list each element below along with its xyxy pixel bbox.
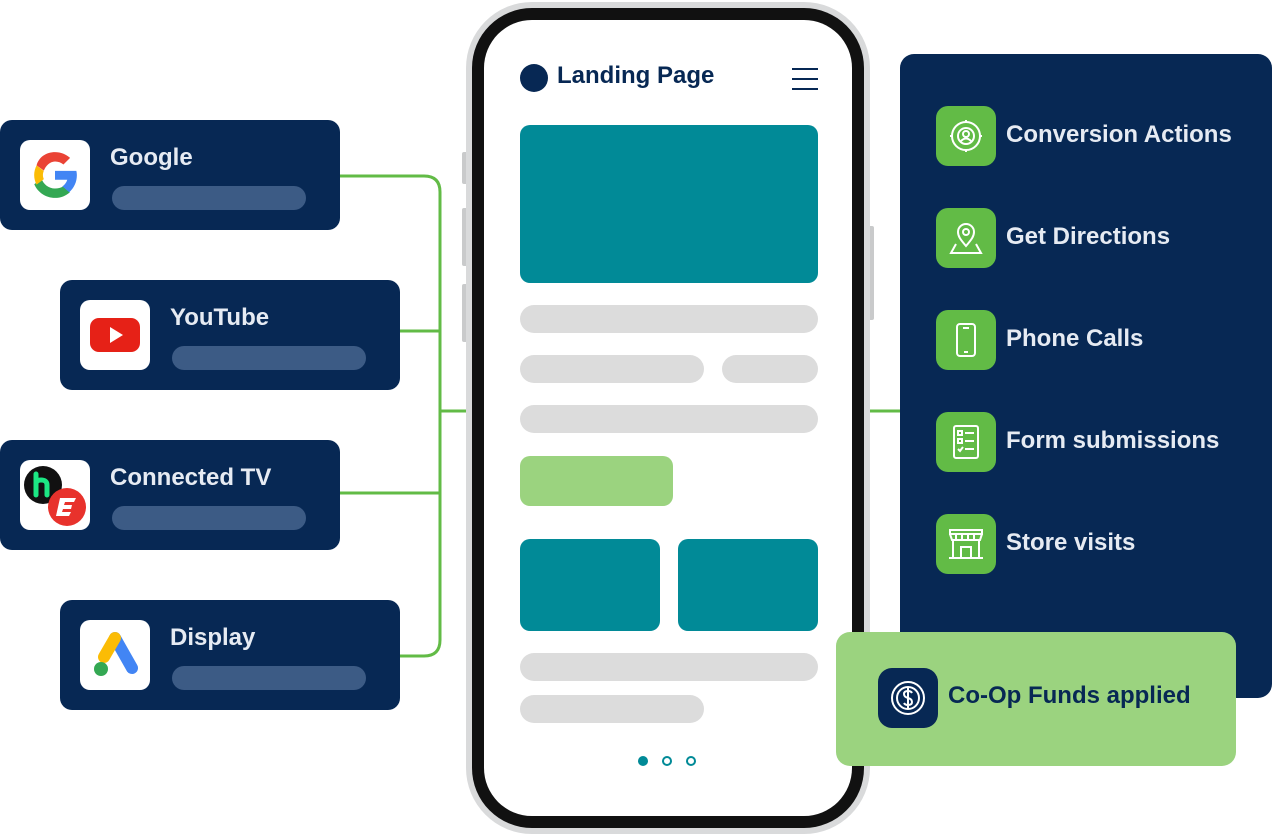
phone-side-button	[462, 208, 468, 266]
placeholder-bar	[172, 346, 366, 370]
google-ads-logo-icon	[80, 620, 150, 690]
phone-side-button	[868, 226, 874, 320]
hamburger-menu-icon[interactable]	[792, 68, 818, 90]
landing-page-logo-dot	[520, 64, 548, 92]
phone-icon	[936, 310, 996, 370]
source-card-connected-tv: Connected TV	[0, 440, 340, 550]
landing-page-title: Landing Page	[557, 62, 715, 89]
source-card-display: Display	[60, 600, 400, 710]
hulu-espn-logos-icon	[20, 460, 90, 530]
storefront-icon	[936, 514, 996, 574]
carousel-dot[interactable]	[662, 756, 672, 766]
youtube-logo-icon	[80, 300, 150, 370]
phone-side-button	[462, 152, 468, 184]
coop-label: Co-Op Funds applied	[948, 682, 1191, 709]
outcome-label: Store visits	[1006, 529, 1136, 556]
source-title: Connected TV	[110, 464, 272, 491]
source-title: YouTube	[170, 304, 270, 331]
outcome-label: Phone Calls	[1006, 325, 1144, 352]
phone-side-button	[462, 284, 468, 342]
placeholder-bar	[112, 506, 306, 530]
carousel-dot[interactable]	[686, 756, 696, 766]
coop-funds-box: Co-Op Funds applied	[836, 632, 1236, 766]
text-line-placeholder	[520, 695, 704, 723]
map-pin-icon	[936, 208, 996, 268]
text-line-placeholder	[520, 305, 818, 333]
source-card-youtube: YouTube	[60, 280, 400, 390]
card-image-placeholder	[520, 539, 660, 631]
placeholder-bar	[112, 186, 306, 210]
text-line-placeholder	[722, 355, 818, 383]
outcome-label: Form submissions	[1006, 427, 1220, 454]
card-image-placeholder	[678, 539, 818, 631]
form-icon	[936, 412, 996, 472]
carousel-dot-active[interactable]	[638, 756, 648, 766]
source-title: Google	[110, 144, 193, 171]
google-logo-icon	[20, 140, 90, 210]
outcome-label: Get Directions	[1006, 223, 1171, 250]
source-card-google: Google	[0, 120, 340, 230]
dollar-coin-icon	[878, 668, 938, 728]
connector-google	[340, 174, 442, 658]
text-line-placeholder	[520, 405, 818, 433]
source-title: Display	[170, 624, 256, 651]
placeholder-bar	[172, 666, 366, 690]
outcome-label: Conversion Actions	[1006, 121, 1232, 148]
text-line-placeholder	[520, 355, 704, 383]
hero-image-placeholder	[520, 125, 818, 283]
cta-button-placeholder[interactable]	[520, 456, 673, 506]
conversion-gear-icon	[936, 106, 996, 166]
text-line-placeholder	[520, 653, 818, 681]
